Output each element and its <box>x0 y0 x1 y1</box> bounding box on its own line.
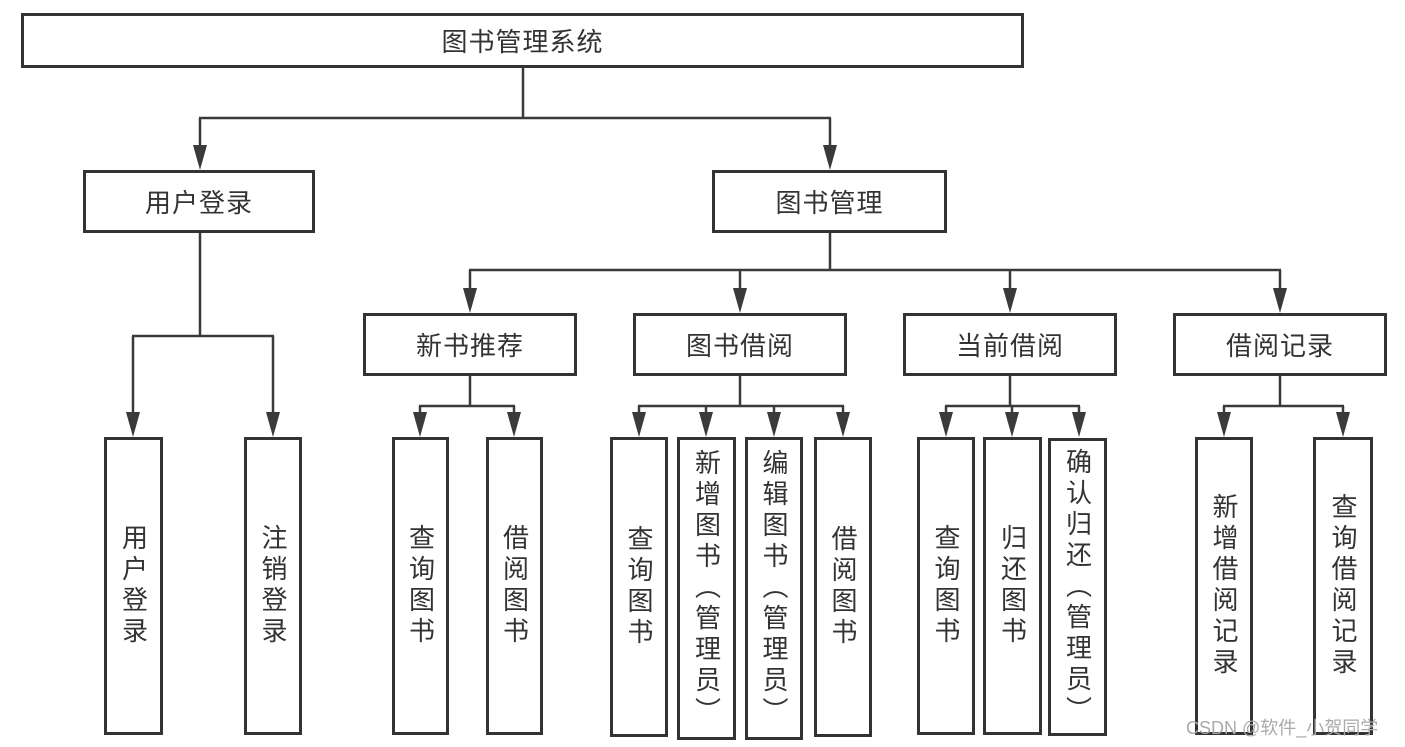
leaf-label: 借阅图书 <box>499 524 530 648</box>
leaf-add-book-admin: 新增图书（管理员） <box>677 437 736 740</box>
leaf-return-books: 归还图书 <box>983 437 1042 735</box>
leaf-label: 查询图书 <box>624 525 654 649</box>
node-borrowing-records: 借阅记录 <box>1173 313 1387 376</box>
leaf-label: 查询图书 <box>405 524 436 648</box>
leaf-edit-book-admin: 编辑图书（管理员） <box>745 437 803 740</box>
node-label: 当前借阅 <box>955 331 1064 361</box>
leaf-label: 确认归还（管理员） <box>1062 447 1093 727</box>
leaf-label: 查询借阅记录 <box>1328 493 1358 679</box>
leaf-recommend-query-books: 查询图书 <box>392 437 449 735</box>
leaf-query-borrow-record: 查询借阅记录 <box>1313 437 1373 735</box>
leaf-label: 新增图书（管理员） <box>691 449 722 728</box>
node-library-management-system: 图书管理系统 <box>21 13 1024 68</box>
node-label: 借阅记录 <box>1225 331 1334 361</box>
leaf-borrowing-query-books: 查询图书 <box>610 437 668 737</box>
node-label: 图书管理系统 <box>441 27 604 57</box>
node-current-borrowing: 当前借阅 <box>903 313 1117 376</box>
node-label: 新书推荐 <box>415 331 524 361</box>
leaf-add-borrow-record: 新增借阅记录 <box>1195 437 1253 735</box>
arrowheads <box>126 145 1350 437</box>
node-label: 图书借阅 <box>685 331 794 361</box>
leaf-recommend-borrow-books: 借阅图书 <box>486 437 543 735</box>
leaf-label: 归还图书 <box>997 524 1028 648</box>
node-new-book-recommendation: 新书推荐 <box>363 313 577 376</box>
node-user-login: 用户登录 <box>83 170 315 233</box>
leaf-label: 新增借阅记录 <box>1209 493 1239 679</box>
leaf-current-query-books: 查询图书 <box>917 437 975 735</box>
leaf-label: 查询图书 <box>931 524 961 648</box>
node-book-borrowing: 图书借阅 <box>633 313 847 376</box>
leaf-confirm-return-admin: 确认归还（管理员） <box>1048 438 1107 736</box>
leaf-label: 用户登录 <box>118 524 149 648</box>
csdn-watermark: CSDN @软件_小贺同学 <box>1186 718 1379 738</box>
leaf-user-login: 用户登录 <box>104 437 163 735</box>
node-label: 用户登录 <box>144 188 253 218</box>
leaf-label: 注销登录 <box>258 524 288 648</box>
leaf-logout: 注销登录 <box>244 437 302 735</box>
node-label: 图书管理 <box>775 188 884 218</box>
leaf-label: 编辑图书（管理员） <box>759 449 789 728</box>
leaf-label: 借阅图书 <box>828 525 858 649</box>
node-book-management: 图书管理 <box>712 170 947 233</box>
leaf-borrowing-borrow-books: 借阅图书 <box>814 437 872 737</box>
